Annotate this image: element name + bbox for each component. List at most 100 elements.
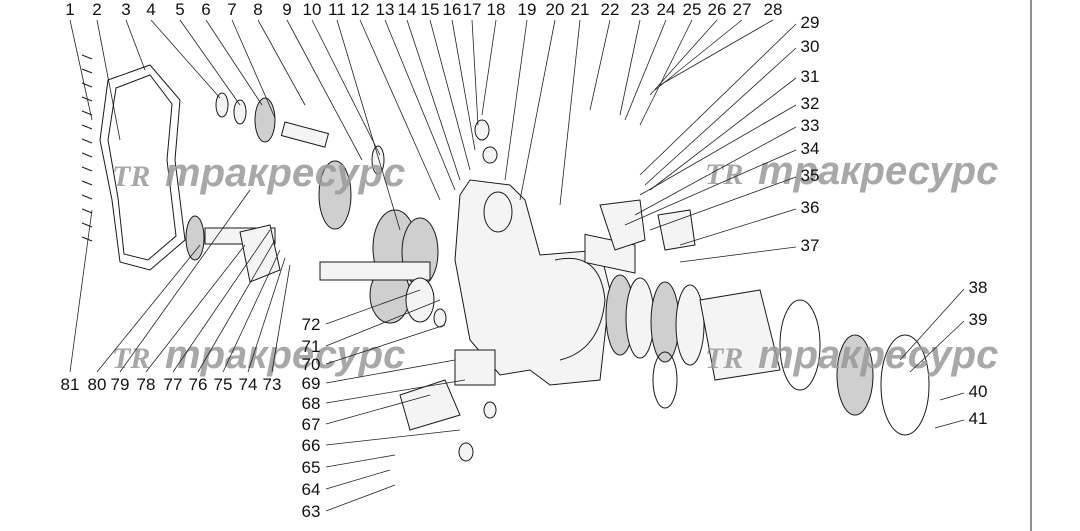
leader-line [679,208,797,246]
callout-number: 4 [146,0,155,19]
callout-number: 68 [302,394,321,413]
pump-housing [239,224,281,283]
leader-line [271,264,291,373]
leader-line [519,19,556,201]
leader-line [179,19,241,106]
bolt [81,82,93,88]
housing-flange [554,257,606,361]
clutch-basket [699,289,781,381]
watermark-logo: TR [112,342,150,375]
leader-line [359,19,441,201]
leader-line [639,19,693,126]
callout-number: 19 [518,0,537,19]
callout-number: 17 [463,0,482,19]
spacer [652,351,678,409]
ring-gear [836,334,874,416]
leader-line [559,19,581,206]
bolt [81,208,93,214]
callout-number: 75 [214,375,233,394]
leader-line [659,19,774,86]
shaft [280,121,330,148]
valve-block [399,379,461,431]
callout-number: 73 [263,375,282,394]
callout-number: 5 [175,0,184,19]
end-cover [880,334,930,436]
callout-number: 1 [65,0,74,19]
fitting [483,401,497,419]
leader-line [205,19,263,106]
leader-line [649,77,797,191]
clutch-disc [675,284,705,366]
bolt [81,124,93,130]
callout-number: 30 [801,37,820,56]
leader-line [325,469,391,490]
leader-line [325,379,466,404]
leader-line [336,19,401,231]
gear [254,97,276,143]
ring-seal [233,99,247,125]
leader-line [125,19,146,71]
watermark-text: тракресурс [165,333,405,377]
callout-number: 3 [121,0,130,19]
leader-line [69,209,93,373]
leader-line [939,392,965,401]
leader-line [634,126,797,216]
clutch-disc [650,281,680,363]
callout-number: 77 [164,375,183,394]
callout-number: 40 [969,382,988,401]
leader-line [325,359,456,384]
callout-number: 79 [111,375,130,394]
callout-number: 34 [801,139,820,158]
gear [318,160,352,230]
ring-seal [215,92,229,118]
bolt [81,222,93,228]
bolt [81,166,93,172]
callout-number: 70 [302,355,321,374]
callout-number: 65 [302,458,321,477]
leader-line [325,299,441,347]
leader-line [197,239,276,373]
leader-line [222,249,281,373]
leader-line [649,19,718,96]
callout-number: 21 [571,0,590,19]
leader-line [257,19,306,106]
leader-line [624,19,667,121]
leader-line [384,19,456,191]
leader-line [934,419,965,429]
leader-line [145,244,246,373]
leader-line [325,484,396,512]
leader-line [909,320,965,373]
leader-line [311,19,381,156]
bolt [81,110,93,116]
bolt [81,138,93,144]
watermark-text: тракресурс [758,149,998,193]
callout-number: 20 [546,0,565,19]
housing-bore [483,191,513,233]
callout-number: 22 [601,0,620,19]
hub [405,277,435,323]
leader-line [679,246,797,263]
leader-line [429,19,471,171]
callout-number: 26 [708,0,727,19]
leader-line [325,289,421,325]
callout-number: 23 [631,0,650,19]
callout-number: 27 [733,0,752,19]
leader-line [231,19,276,119]
callout-number: 67 [302,415,321,434]
callout-number: 66 [302,436,321,455]
valve-body [657,209,696,251]
fitting [474,119,490,141]
callout-number: 80 [88,375,107,394]
callout-number: 32 [801,94,820,113]
leader-line [406,19,461,181]
fitting [458,442,474,462]
watermark-4: TR тракресурс [705,333,998,377]
watermark-2: TR тракресурс [705,149,998,193]
plug [433,308,447,328]
callout-number: 71 [302,337,321,356]
callout-number: 78 [137,375,156,394]
